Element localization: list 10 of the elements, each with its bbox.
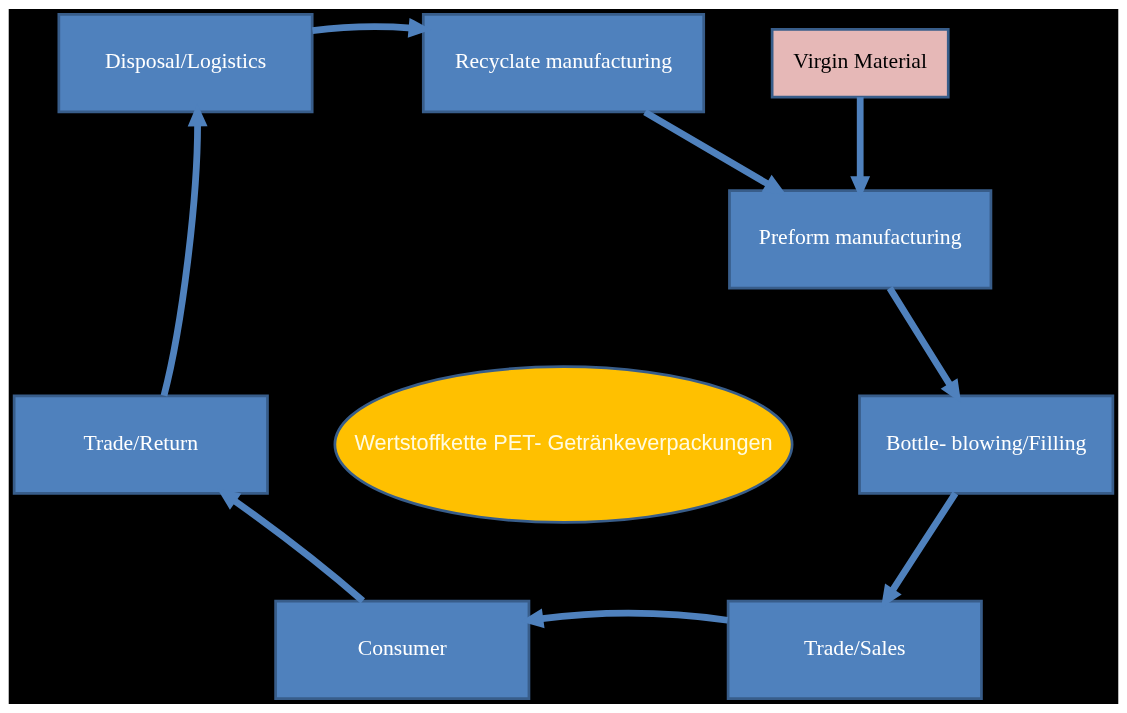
node-box: Recyclate manufacturing xyxy=(421,13,706,114)
node-box: Bottle- blowing/Filling xyxy=(858,394,1115,495)
node-box: Consumer xyxy=(274,599,531,700)
node-box: Preform manufacturing xyxy=(728,189,993,290)
node-ellipse: Wertstoffkette PET- Getränkeverpackungen xyxy=(333,365,794,524)
node-box: Trade/Return xyxy=(12,394,269,495)
node-box: Virgin Material xyxy=(770,27,950,99)
node-box: Trade/Sales xyxy=(726,599,983,700)
node-box: Disposal/Logistics xyxy=(57,13,314,114)
arrow xyxy=(643,109,787,195)
